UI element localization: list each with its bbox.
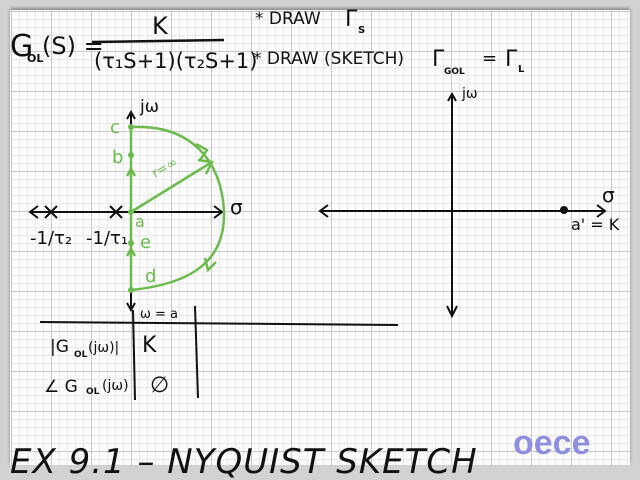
contour-arrow-bottom-icon: [203, 257, 217, 273]
instruction-notes: * DRAW Γ S * DRAW (SKETCH) Γ GOL = Γ L: [253, 7, 525, 77]
note2-gamma: Γ: [432, 47, 445, 72]
s-real-axis-label: σ: [230, 195, 243, 219]
s-plane-diagram: σ jω -1/τ₂ -1/τ₁ c b: [28, 97, 243, 313]
gh-imag-axis-down-arrow-icon: [446, 305, 458, 319]
contour-points: [128, 124, 134, 293]
pole-label-tau2: -1/τ₂: [30, 228, 72, 249]
row1-label: |G: [50, 337, 69, 357]
row2-label: ∠ G: [44, 377, 78, 397]
table-col-divider-2: [194, 305, 199, 399]
s-imag-axis-label: jω: [139, 97, 159, 117]
table-column-header: ω = a: [140, 307, 178, 322]
row1-label-sub: OL: [74, 350, 88, 360]
oece-logo-text: oece: [513, 427, 591, 459]
gh-imag-axis-up-arrow-icon: [447, 91, 457, 102]
footer-title: EX 9.1 – NYQUIST SKETCH: [10, 442, 478, 480]
point-label-b: b: [112, 147, 123, 168]
note1-sub: S: [358, 25, 365, 36]
contour-arrow-top-icon: [195, 142, 209, 161]
gh-imag-axis-label: jω: [461, 86, 478, 102]
transfer-function-equation: G OL (S) = K (τ₁S+1)(τ₂S+1): [10, 12, 257, 73]
row2-label-sub: OL: [86, 387, 100, 397]
frequency-table: ω = a |G OL (jω)| K ∠ G OL (jω) ∅: [39, 305, 399, 401]
s-imag-axis-down-arrow-icon: [126, 302, 136, 313]
gh-real-axis-right-arrow-icon: [596, 204, 607, 218]
row1-value: K: [142, 333, 157, 358]
table-header-line: [39, 321, 399, 326]
oece-logo: oece: [513, 427, 591, 459]
note2-sub: GOL: [444, 67, 465, 77]
pole-marker-tau2-icon: [44, 205, 58, 219]
note1-text: * DRAW: [255, 9, 321, 29]
pole-label-tau1: -1/τ₁: [86, 228, 128, 249]
row2-value: ∅: [150, 373, 169, 398]
note2-gamma2: Γ: [505, 47, 518, 72]
note2-equals: =: [482, 48, 497, 69]
gh-real-axis-label: σ: [602, 183, 615, 207]
eq-lhs: G: [10, 29, 33, 64]
point-label-a: a: [135, 212, 145, 231]
gh-real-axis-left-arrow-icon: [318, 204, 329, 218]
point-label-d: d: [145, 266, 156, 287]
eq-lhs-arg: (S) =: [42, 32, 104, 60]
table-col-divider-1: [132, 309, 136, 401]
point-label-c: c: [110, 117, 120, 138]
fraction-bar: [91, 38, 225, 44]
row1-label-arg: (jω)|: [88, 340, 119, 356]
s-imag-axis-up-arrow-icon: [126, 109, 136, 120]
s-real-axis-left-arrow-icon: [28, 205, 39, 219]
nyquist-contour: [125, 125, 226, 292]
point-a-prime-label: a' = K: [571, 215, 620, 234]
radius-label: r=∞: [150, 155, 181, 182]
graph-paper-page: [10, 10, 630, 465]
note2-text: * DRAW (SKETCH): [253, 49, 404, 69]
pole-marker-tau1-icon: [109, 205, 123, 219]
contour-arrow-b-icon: [125, 166, 137, 177]
row2-label-arg: (jω): [102, 378, 129, 394]
point-label-e: e: [140, 232, 151, 253]
eq-lhs-sub: OL: [27, 52, 43, 65]
nyquist-plane-diagram: σ jω a' = K: [318, 86, 620, 319]
radius-arrow-icon: [197, 158, 214, 175]
eq-numerator: K: [152, 12, 169, 40]
note2-sub2: L: [518, 64, 525, 75]
note1-gamma: Γ: [345, 7, 358, 32]
contour-arrow-e-icon: [125, 246, 137, 257]
point-a-prime-marker: [560, 206, 568, 214]
eq-denominator: (τ₁S+1)(τ₂S+1): [94, 49, 257, 73]
radius-line: [130, 160, 213, 214]
s-real-axis-right-arrow-icon: [213, 205, 224, 219]
